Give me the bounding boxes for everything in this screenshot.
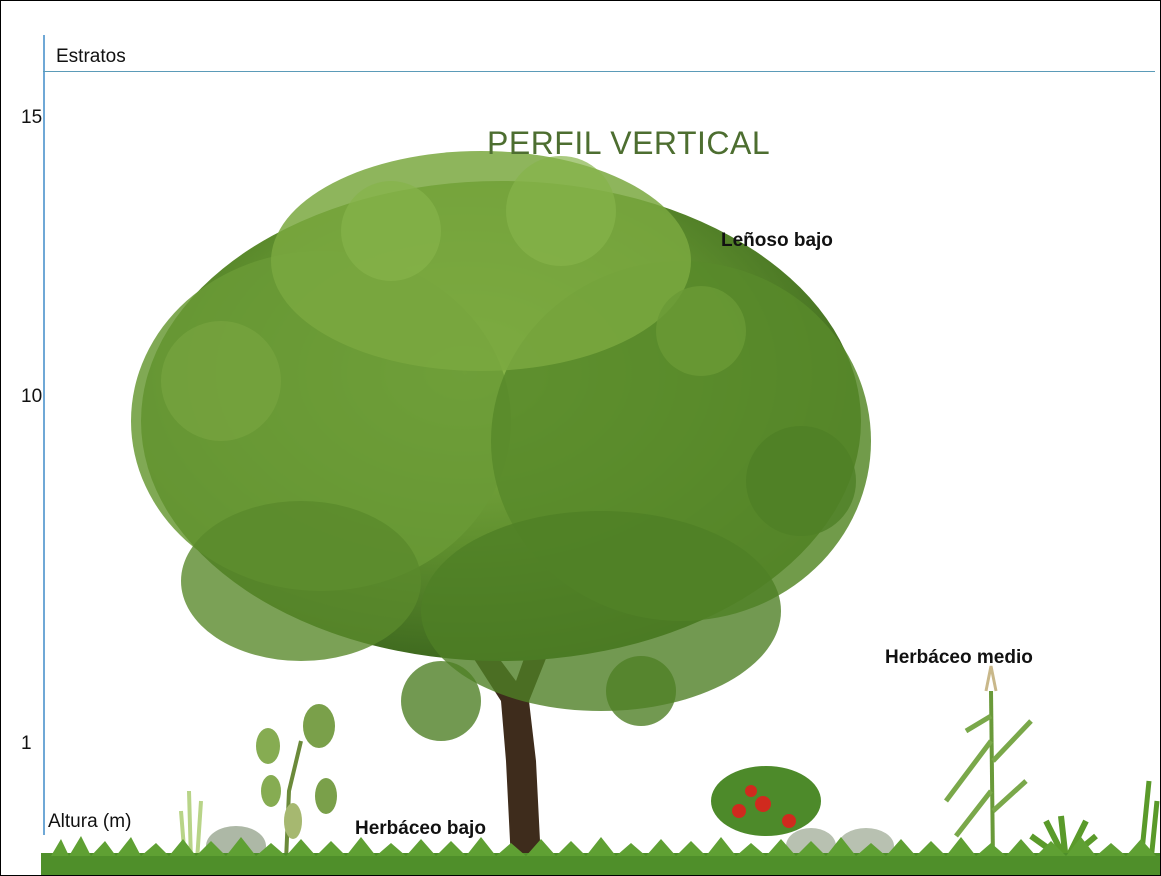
corn-plant-icon xyxy=(946,666,1031,861)
stratum-label-herb-medium: Herbáceo medio xyxy=(885,647,1033,669)
stratum-label-herb-low: Herbáceo bajo xyxy=(355,818,486,840)
oak-tree-icon xyxy=(131,151,871,861)
tomato-plant-icon xyxy=(711,766,821,836)
diagram-title: PERFIL VERTICAL xyxy=(487,125,770,162)
bean-plant-icon xyxy=(256,704,337,861)
height-axis-label: Altura (m) xyxy=(48,811,131,833)
stratum-label-woody-low: Leñoso bajo xyxy=(721,230,833,252)
